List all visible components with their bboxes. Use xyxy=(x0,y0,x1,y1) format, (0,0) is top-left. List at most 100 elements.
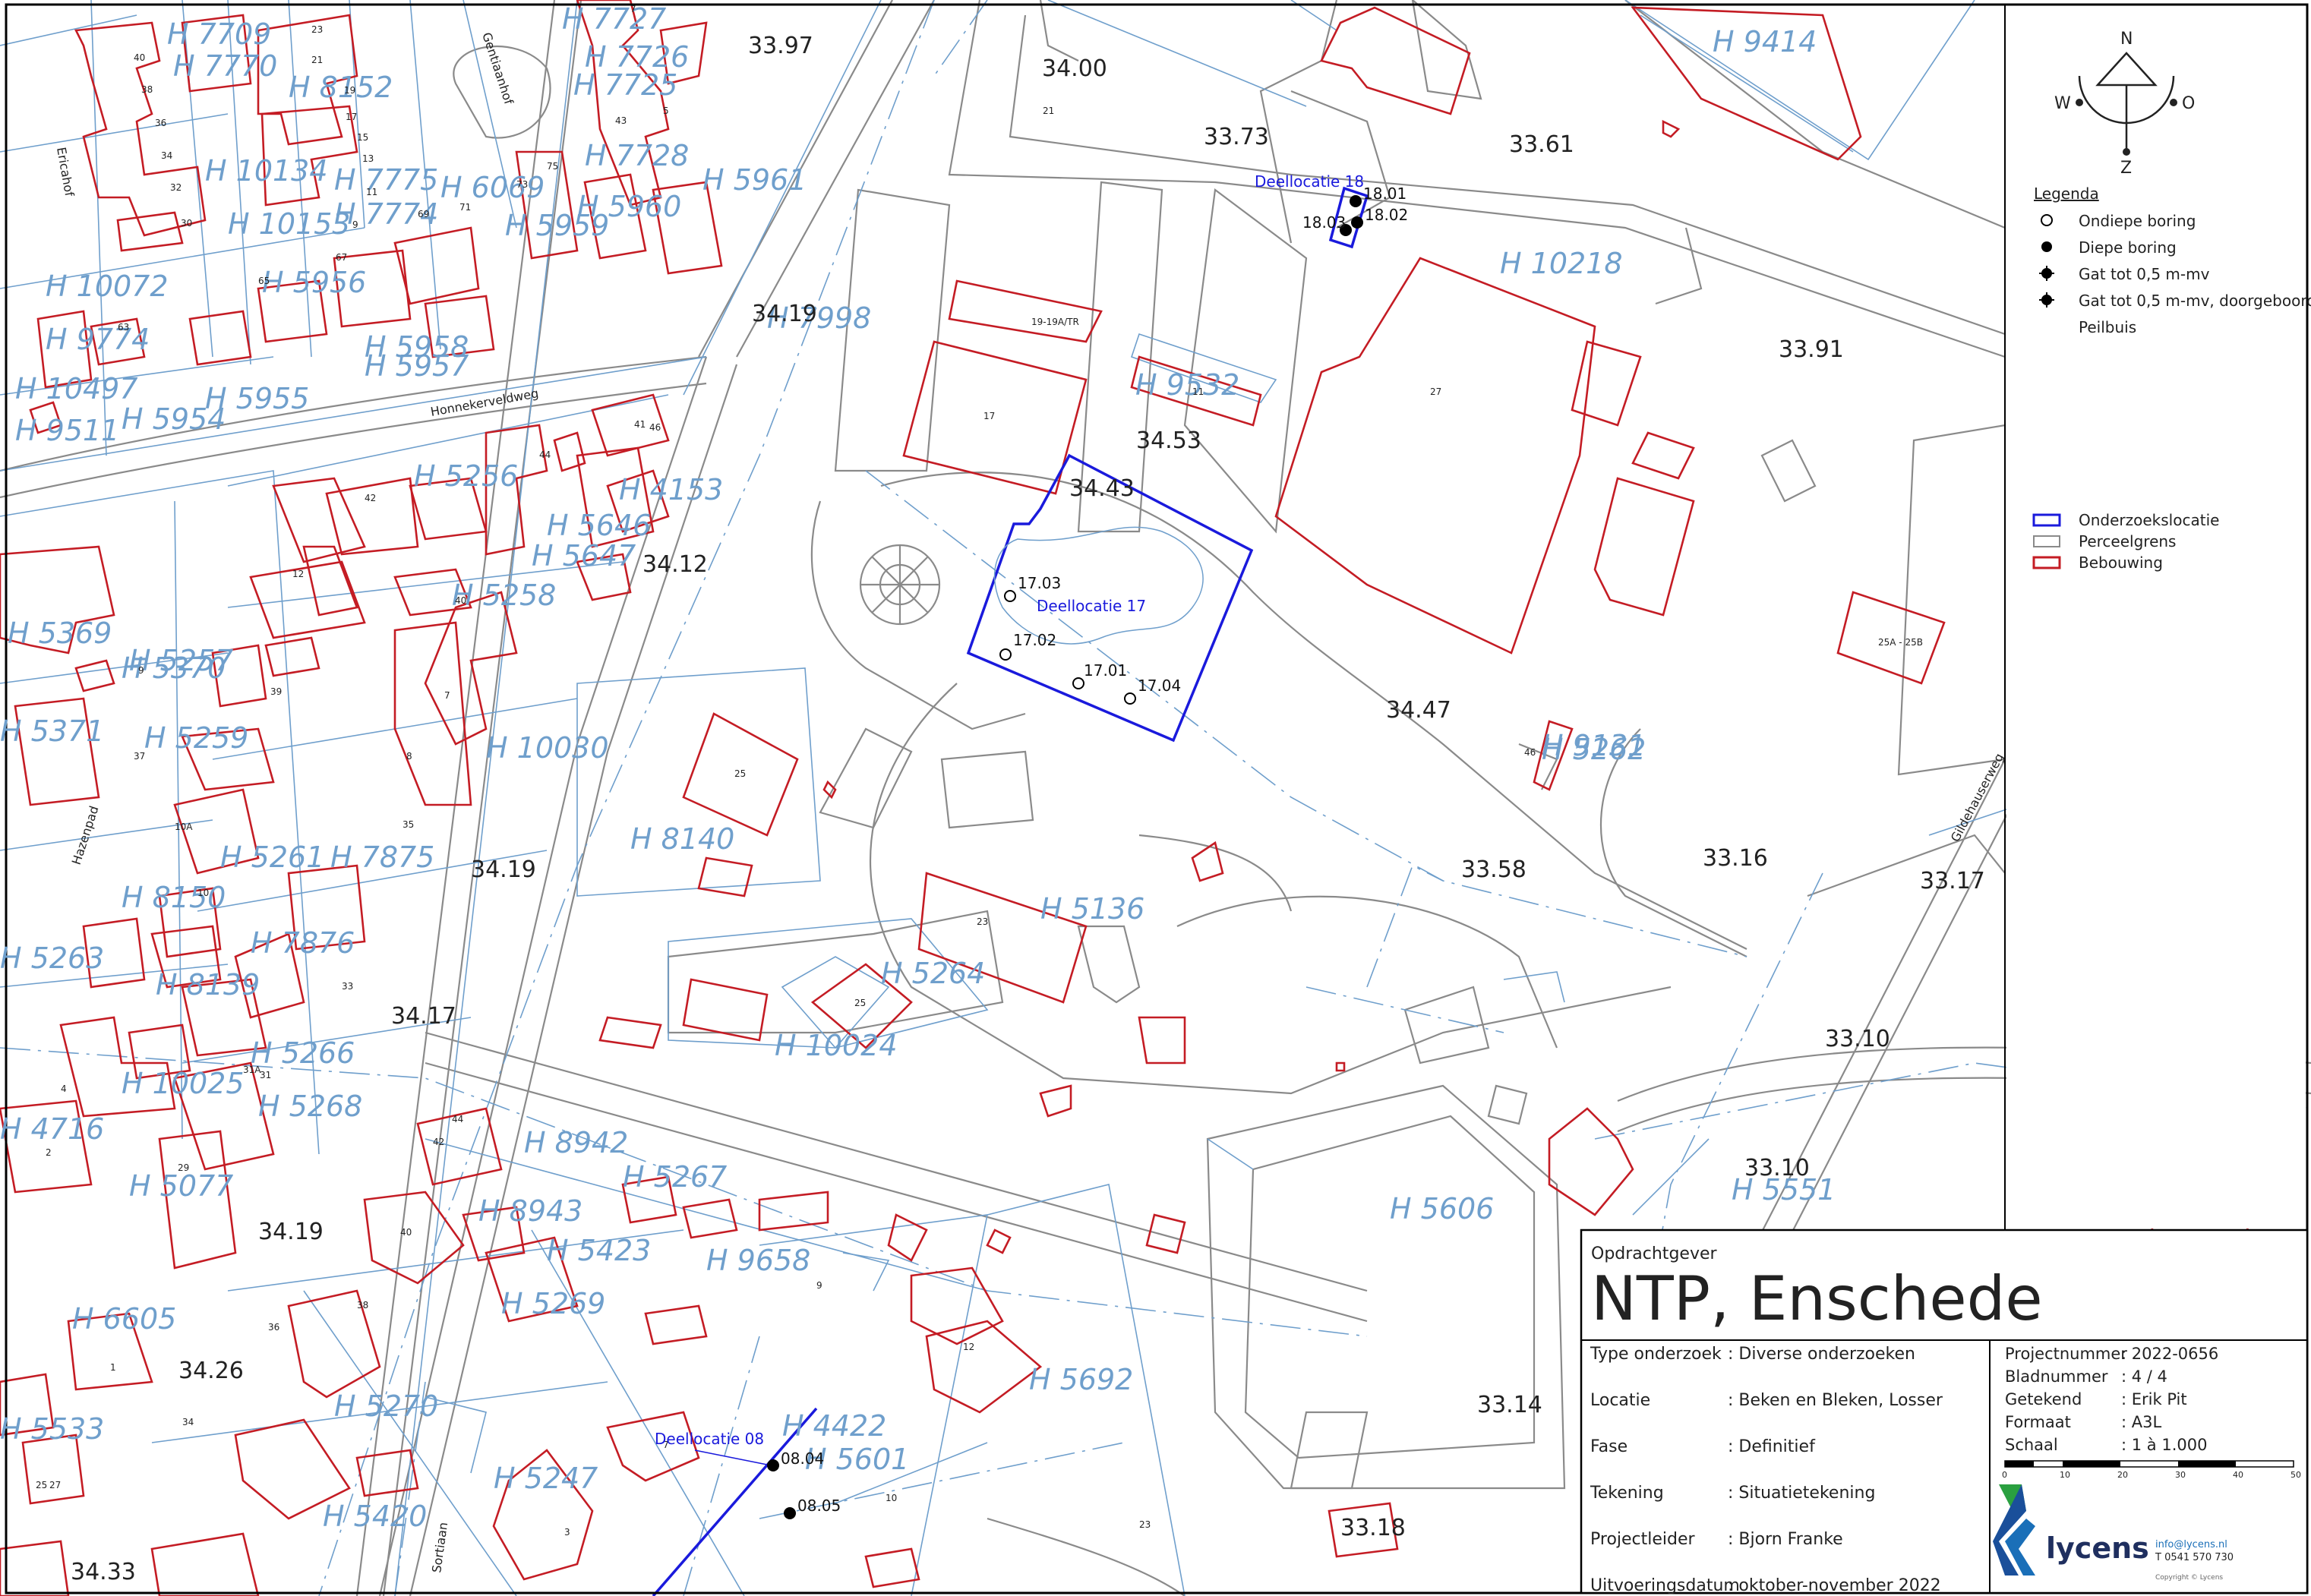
parcel-label: H 5370 xyxy=(122,651,226,685)
legend-shallow-symbol xyxy=(2041,214,2053,226)
parcel-label: H 6605 xyxy=(72,1302,176,1336)
parcel-label: H 8140 xyxy=(630,822,734,856)
boring-deep xyxy=(784,1507,796,1519)
house-number-label: 27 xyxy=(1430,386,1441,397)
legend-hole-drilled-symbol xyxy=(2039,292,2054,308)
house-number-label: 35 xyxy=(403,819,414,830)
contact-email: info@lycens.nl xyxy=(2155,1539,2227,1550)
house-number-label: 38 xyxy=(357,1300,368,1311)
parcel-label: H 10497 xyxy=(15,372,138,405)
height-label: 34.17 xyxy=(391,1003,456,1030)
house-number-label: 3 xyxy=(564,1527,570,1538)
parcel-label: H 5077 xyxy=(129,1169,233,1203)
height-label: 34.43 xyxy=(1069,475,1135,502)
height-label: 33.18 xyxy=(1340,1515,1406,1541)
legend-hole-symbol xyxy=(2039,266,2054,281)
info-label: Fase xyxy=(1590,1437,1627,1456)
info-value: : Definitief xyxy=(1728,1437,1816,1456)
house-number-label: 15 xyxy=(357,132,368,143)
compass-e: O xyxy=(2182,94,2195,113)
house-number-label: 7 xyxy=(663,1440,669,1450)
parcel-label: H 5261 xyxy=(220,841,324,874)
parcel-label: H 5692 xyxy=(1029,1363,1133,1396)
height-label: 34.26 xyxy=(178,1358,244,1384)
height-label: 33.10 xyxy=(1744,1155,1810,1181)
boring-label: 08.05 xyxy=(797,1497,841,1515)
investigation-sites xyxy=(652,186,1369,1596)
meta-value: : 1 à 1.000 xyxy=(2121,1436,2207,1454)
parcel-label: H 10072 xyxy=(46,270,169,303)
parcel-label: H 5423 xyxy=(547,1234,651,1267)
boring-label: 18.01 xyxy=(1363,185,1406,203)
borings xyxy=(767,195,1363,1519)
house-number-label: 73 xyxy=(516,179,528,190)
house-number-label: 5 xyxy=(663,106,669,116)
boring-label: 17.04 xyxy=(1138,677,1181,695)
house-number-label: 29 xyxy=(178,1162,189,1173)
house-number-label: 25 xyxy=(734,768,746,779)
parcel-label: H 5646 xyxy=(547,509,651,542)
house-number-label: 36 xyxy=(155,118,166,128)
parcel-label: H 5551 xyxy=(1732,1173,1836,1206)
legend: Legenda Ondiepe boring Diepe boring Gat … xyxy=(2032,185,2311,572)
height-label: 33.97 xyxy=(748,33,813,59)
height-label: 33.73 xyxy=(1204,124,1269,150)
height-label: 33.17 xyxy=(1920,868,1985,894)
scale-tick: 10 xyxy=(2060,1470,2070,1480)
parcel-label: H 5257 xyxy=(129,644,233,677)
parcel-label: H 7725 xyxy=(573,68,677,102)
boring-deep xyxy=(767,1459,779,1471)
parcel-label: H 8942 xyxy=(524,1126,628,1159)
parcel-label: H 9658 xyxy=(706,1244,810,1277)
parcel-label: H 5267 xyxy=(623,1160,727,1194)
buildings xyxy=(0,0,2249,1596)
meta-value: : Erik Pit xyxy=(2121,1390,2187,1408)
parcel-label: H 8139 xyxy=(156,968,260,1001)
legend-panel xyxy=(2006,6,2306,1229)
info-value: : Bjorn Franke xyxy=(1728,1530,1843,1549)
leader-line xyxy=(694,1449,772,1466)
parcel-label: H 10030 xyxy=(486,731,609,765)
height-label: 34.47 xyxy=(1386,697,1451,724)
height-label: 34.00 xyxy=(1042,55,1107,82)
parcel-label: H 5957 xyxy=(365,349,469,383)
house-number-label: 17 xyxy=(346,112,357,122)
boring-label: 17.03 xyxy=(1018,574,1061,592)
legend-area: Onderzoekslocatie xyxy=(2079,511,2219,529)
parcel-label: H 5264 xyxy=(881,957,985,990)
house-number-label: 12 xyxy=(292,569,304,579)
legend-item: Gat tot 0,5 m-mv, doorgeboord xyxy=(2079,292,2311,310)
parcel-label: H 5959 xyxy=(505,209,609,242)
boring-deep xyxy=(1351,216,1363,229)
parcel-label: H 5420 xyxy=(323,1500,427,1533)
boring-shallow xyxy=(1072,677,1084,689)
house-number-label: 21 xyxy=(311,55,323,65)
pond xyxy=(993,526,1204,645)
copyright: Copyright © Lycens xyxy=(2155,1574,2223,1582)
parcel-label: H 7875 xyxy=(330,841,434,874)
parcel-label: H 5958 xyxy=(365,330,469,364)
info-value: : oktober-november 2022 xyxy=(1728,1576,1941,1595)
house-number-label: 13 xyxy=(362,153,374,164)
house-number-label: 4 xyxy=(61,1083,67,1094)
house-number-label: 25A - 25B xyxy=(1878,637,1923,648)
compass-s: Z xyxy=(2120,159,2132,178)
house-number-label: 7 xyxy=(444,690,450,701)
parcel-label: H 10218 xyxy=(1500,247,1623,280)
house-number-label: 46 xyxy=(649,422,661,433)
house-number-label: 40 xyxy=(455,595,466,606)
parcel-label: H 5269 xyxy=(501,1287,605,1320)
house-number-label: 67 xyxy=(336,252,347,263)
info-label: Uitvoeringsdatum xyxy=(1590,1576,1740,1595)
parcel-label: H 8943 xyxy=(478,1194,582,1228)
parcel-label: H 9774 xyxy=(46,323,150,356)
meta-value: : A3L xyxy=(2121,1413,2161,1431)
info-value: : Situatietekening xyxy=(1728,1484,1875,1503)
house-number-label: 42 xyxy=(365,493,376,503)
house-number-label: 2 xyxy=(46,1147,52,1158)
parcel-label: H 8150 xyxy=(122,881,226,914)
height-label: 33.91 xyxy=(1779,336,1844,363)
client-name: NTP, Enschede xyxy=(1591,1263,2043,1334)
boring-label: 18.02 xyxy=(1365,206,1408,224)
